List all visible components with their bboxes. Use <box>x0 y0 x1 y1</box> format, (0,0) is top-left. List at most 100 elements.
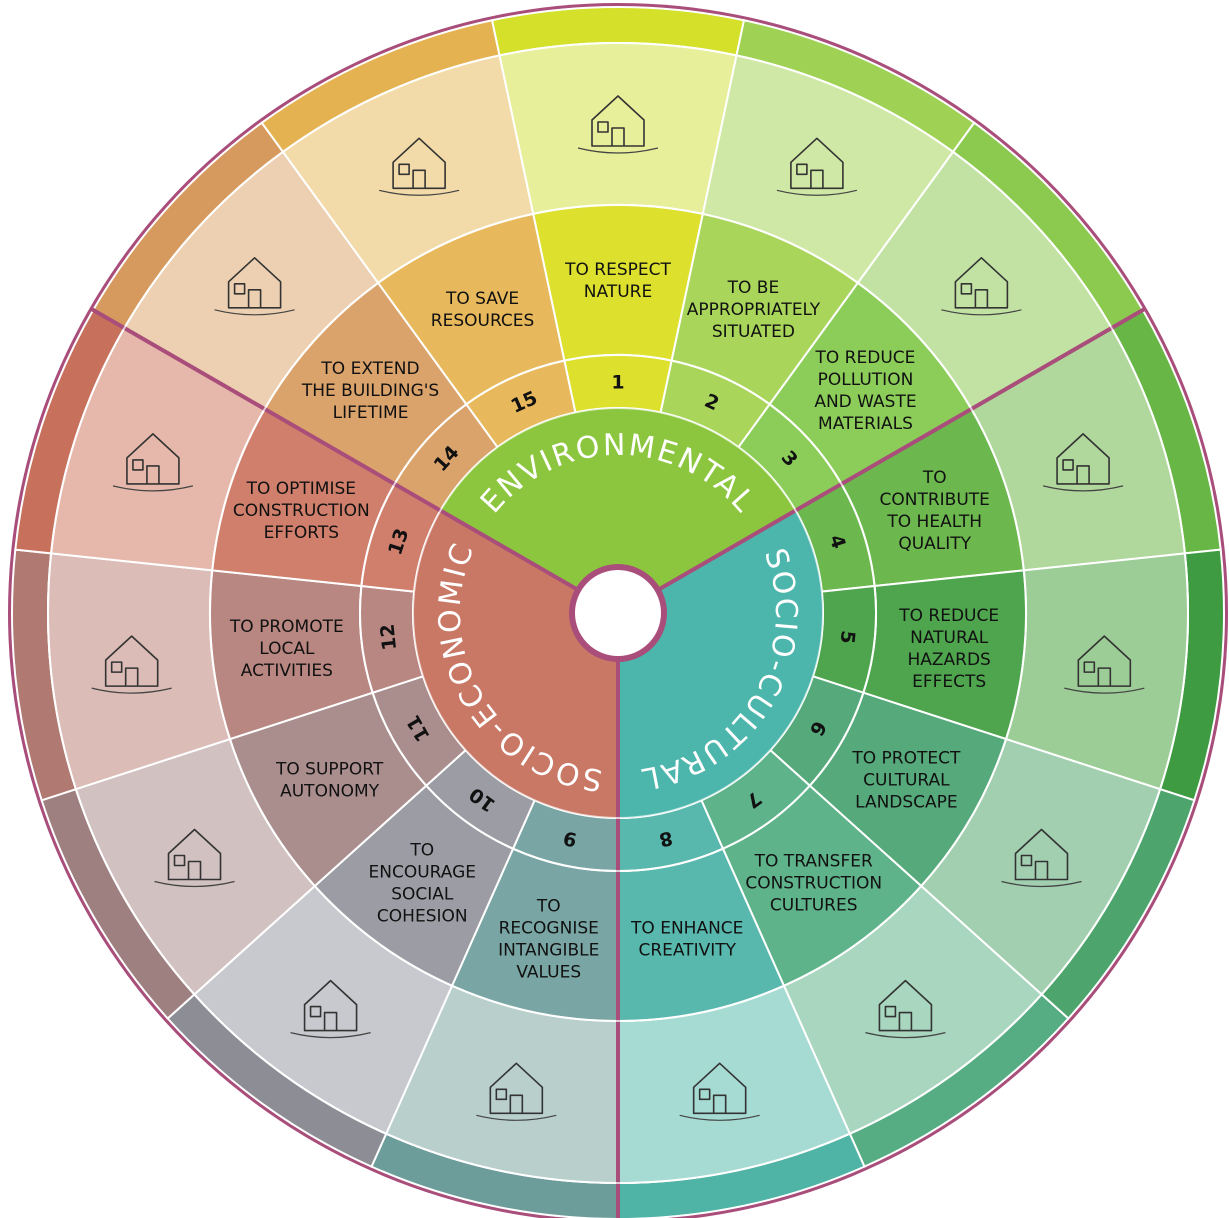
house-sketch-icon <box>303 979 358 1032</box>
principle-label-line: TO <box>409 840 434 860</box>
ground-line-icon <box>865 1032 946 1039</box>
ground-line-icon <box>91 687 172 694</box>
principle-label-line: AND WASTE <box>814 392 916 412</box>
house-sketch-icon <box>489 1062 544 1115</box>
principle-label-line: COHESION <box>377 906 468 926</box>
principle-label-line: SOCIAL <box>391 884 454 904</box>
house-sketch-icon <box>878 979 933 1032</box>
dimension-ring: ENVIRONMENTALSOCIO-CULTURALSOCIO-ECONOMI… <box>413 408 823 818</box>
principle-label-line: TO ENHANCE <box>630 919 743 939</box>
principle-label-line: EFFECTS <box>912 672 986 692</box>
house-sketch-icon <box>790 137 844 190</box>
principle-label-line: QUALITY <box>898 534 971 554</box>
principle-label-line: NATURAL <box>910 628 989 648</box>
principle-label-line: TO TRANSFER <box>754 851 873 871</box>
principle-label-line: POLLUTION <box>818 370 914 390</box>
house-sketch-icon <box>954 256 1009 309</box>
principle-label-line: TO SAVE <box>445 289 519 309</box>
principle-label-line: HAZARDS <box>907 650 990 670</box>
house-sketch-icon <box>167 828 222 881</box>
ring-outline <box>412 407 824 819</box>
house-sketch-icon <box>1014 828 1069 881</box>
principle-label-line: AUTONOMY <box>280 782 380 802</box>
principle-label-line: TO <box>536 897 561 917</box>
principle-label-line: RESOURCES <box>431 311 535 331</box>
dimension-sector <box>440 408 796 590</box>
principle-label-line: RECOGNISE <box>499 919 599 939</box>
principle-label-line: CONSTRUCTION <box>233 501 370 521</box>
dimension-divider <box>656 307 1146 592</box>
ground-line-icon <box>112 485 194 492</box>
principle-label-line: CONSTRUCTION <box>745 873 882 893</box>
principle-number: 5 <box>836 629 859 644</box>
illustration-ring <box>47 42 1189 1185</box>
principle-number: 9 <box>561 826 579 850</box>
ring-outline <box>359 354 877 872</box>
principle-label-line: LIFETIME <box>333 403 409 423</box>
ground-line-icon <box>776 189 858 196</box>
ring-outline <box>209 204 1027 1022</box>
principle-label-line: TO PROMOTE <box>229 617 344 637</box>
ground-line-icon <box>577 147 659 154</box>
ground-line-icon <box>378 189 460 196</box>
principle-label-line: TO HEALTH <box>886 512 982 532</box>
house-sketch-icon <box>1056 433 1110 485</box>
ring-outline <box>47 42 1189 1184</box>
house-sketch-icon <box>392 137 446 190</box>
principle-number: 4 <box>825 532 850 551</box>
house-sketch-icon <box>104 635 159 687</box>
principle-label-line: CULTURES <box>770 895 858 915</box>
principle-number: 12 <box>376 623 401 652</box>
dimension-dividers <box>47 42 1189 1218</box>
ground-line-icon <box>1042 485 1124 492</box>
principle-label-line: TO EXTEND <box>320 359 419 379</box>
principle-label-line: SITUATED <box>712 322 795 342</box>
principle-label-line: TO REDUCE <box>815 348 916 368</box>
ground-line-icon <box>476 1114 557 1121</box>
principle-label-line: TO REDUCE <box>898 606 999 626</box>
ground-line-icon <box>290 1032 371 1039</box>
principle-label-line: CULTURAL <box>863 771 950 791</box>
house-sketch-icon <box>126 433 180 485</box>
principle-label-line: MATERIALS <box>818 414 913 434</box>
principle-label-line: CONTRIBUTE <box>879 490 989 510</box>
dimension-divider <box>90 307 580 592</box>
dimension-sector <box>413 510 618 818</box>
principle-number: 8 <box>657 826 675 850</box>
ground-line-icon <box>214 309 295 316</box>
principle-label-line: THE BUILDING'S <box>301 381 439 401</box>
ground-line-icon <box>679 1114 760 1121</box>
house-sketch-icon <box>1077 635 1132 687</box>
ground-line-icon <box>154 880 235 888</box>
house-sketch-icon <box>227 256 282 309</box>
ground-line-icon <box>1001 880 1082 888</box>
principle-label-line: TO SUPPORT <box>275 760 384 780</box>
principle-label-line: ENCOURAGE <box>369 862 477 882</box>
principle-number: 1 <box>611 372 624 394</box>
principle-label-line: EFFORTS <box>264 523 339 543</box>
ground-line-icon <box>1064 687 1145 694</box>
principle-label-line: CREATIVITY <box>638 941 736 961</box>
principle-label-line: VALUES <box>516 963 581 983</box>
house-sketch-icon <box>591 95 645 147</box>
principle-label-line: TO OPTIMISE <box>246 479 356 499</box>
principle-label-line: NATURE <box>584 282 652 302</box>
principle-label-line: INTANGIBLE <box>498 941 599 961</box>
principle-label-line: TO RESPECT <box>564 260 671 280</box>
